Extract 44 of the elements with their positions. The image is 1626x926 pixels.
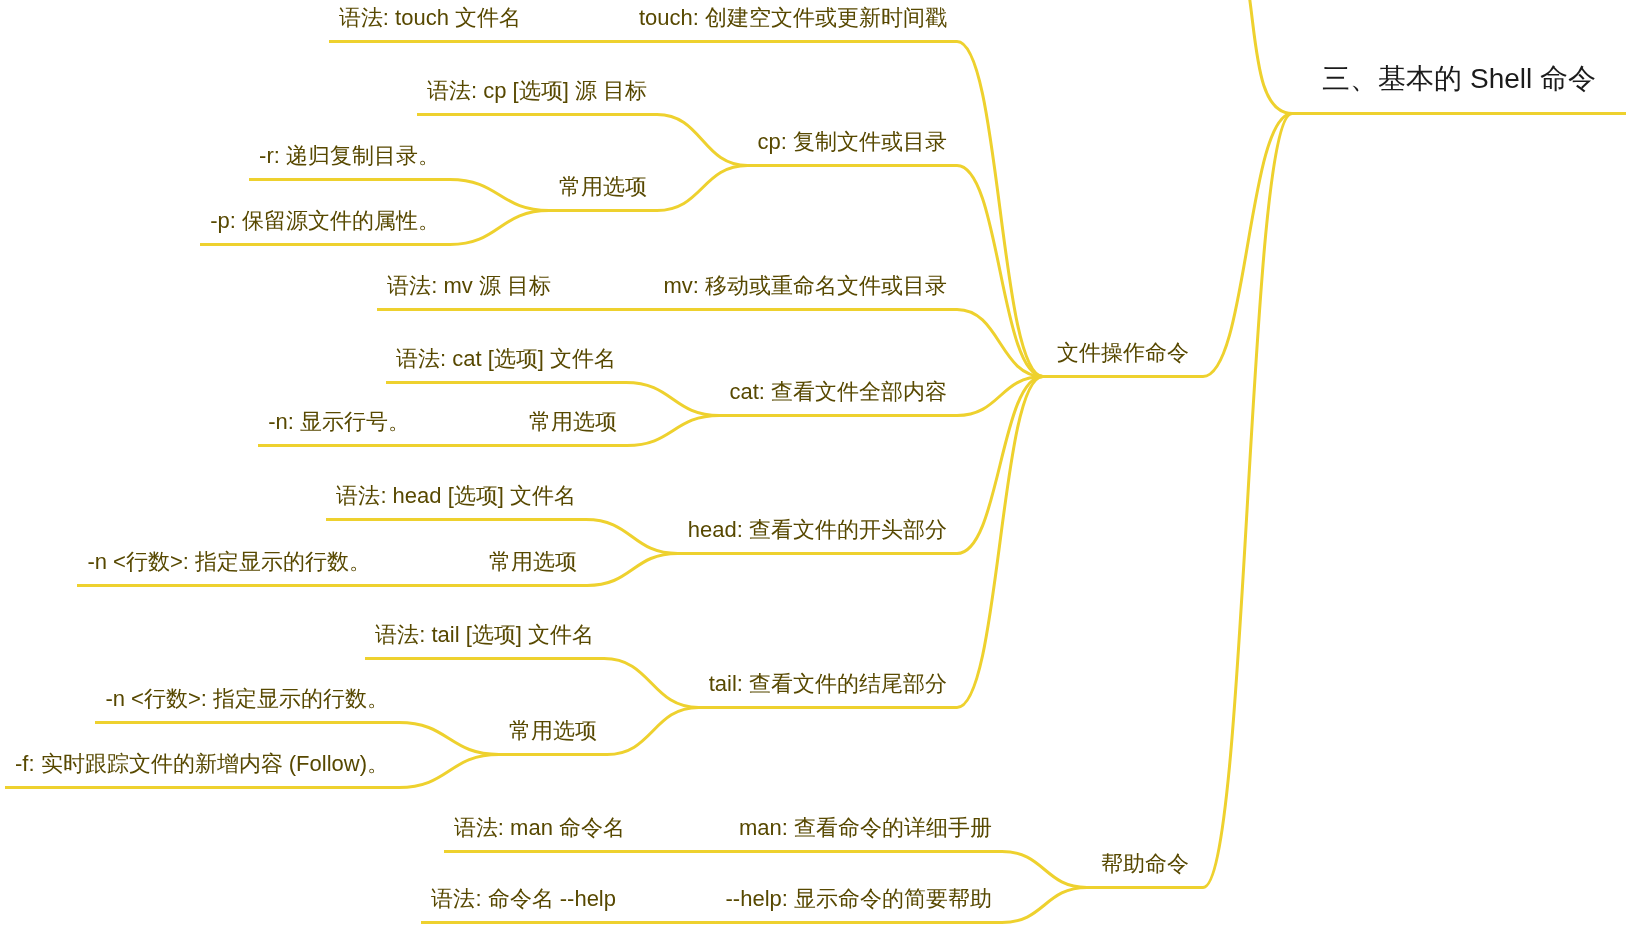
subtopic: man: 查看命令的详细手册 <box>728 815 1002 853</box>
branch-line <box>605 706 701 756</box>
subtopic: -r: 递归复制目录。 <box>249 143 450 181</box>
subtopic: 常用选项 <box>479 549 587 587</box>
subtopic: --help: 显示命令的简要帮助 <box>715 886 1002 924</box>
branch-line <box>585 552 680 587</box>
subtopic: 常用选项 <box>519 409 627 447</box>
branch-line <box>418 444 521 447</box>
branch-line <box>655 164 750 212</box>
subtopic: -p: 保留源文件的属性。 <box>200 208 450 246</box>
main-topic: 帮助命令 <box>1087 851 1203 889</box>
subtopic: 语法: cat [选项] 文件名 <box>385 346 626 384</box>
subtopic: 语法: 命令名 --help <box>421 886 626 924</box>
main-topic: 文件操作命令 <box>1043 340 1203 378</box>
branch-line <box>559 308 655 311</box>
branch-line <box>633 850 731 853</box>
subtopic: -n: 显示行号。 <box>258 409 420 447</box>
branch-line <box>625 414 721 447</box>
subtopic: cp: 复制文件或目录 <box>747 129 957 167</box>
subtopic: cat: 查看文件全部内容 <box>719 379 957 417</box>
subtopic: -n <行数>: 指定显示的行数。 <box>77 549 381 587</box>
subtopic: -f: 实时跟踪文件的新增内容 (Follow)。 <box>5 751 399 789</box>
central-topic: 三、基本的 Shell 命令 <box>1292 62 1626 115</box>
subtopic: touch: 创建空文件或更新时间戳 <box>628 5 957 43</box>
subtopic: 语法: touch 文件名 <box>328 5 531 43</box>
subtopic: 语法: tail [选项] 文件名 <box>365 622 604 660</box>
subtopic: 语法: mv 源 目标 <box>377 273 561 311</box>
subtopic: 语法: man 命令名 <box>443 815 635 853</box>
branch-line <box>1247 0 1294 115</box>
subtopic: 语法: cp [选项] 源 目标 <box>416 78 657 116</box>
subtopic: 常用选项 <box>549 174 657 212</box>
branch-line <box>955 375 1045 709</box>
branch-line <box>529 40 631 43</box>
subtopic: mv: 移动或重命名文件或目录 <box>653 273 957 311</box>
branch-line <box>1000 886 1089 924</box>
subtopic: head: 查看文件的开头部分 <box>677 517 957 555</box>
subtopic: 语法: head [选项] 文件名 <box>326 483 586 521</box>
branch-line <box>448 209 551 246</box>
branch-line <box>379 584 481 587</box>
branch-line <box>624 921 717 924</box>
subtopic: -n <行数>: 指定显示的行数。 <box>95 686 399 724</box>
subtopic: tail: 查看文件的结尾部分 <box>698 671 957 709</box>
subtopic: 常用选项 <box>499 718 607 756</box>
branch-line <box>397 753 501 789</box>
